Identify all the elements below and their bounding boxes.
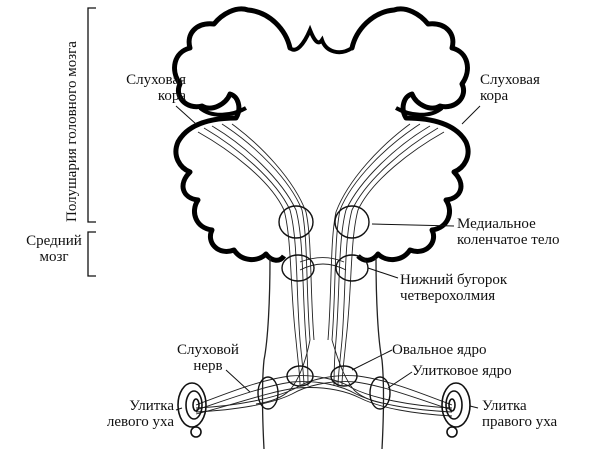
leader-lines — [175, 105, 481, 411]
aud-cortex-right-label: Слуховая кора — [480, 72, 540, 104]
right-cochlear-nucleus — [369, 376, 391, 410]
nuclei — [257, 205, 391, 410]
leader-aud-nerve — [225, 369, 251, 393]
mgb-label-line1: Медиальное — [457, 216, 536, 232]
right-temporal-lobe — [356, 115, 471, 263]
leader-ic — [367, 267, 399, 279]
auditory-fibers — [195, 123, 453, 417]
leader-aud-cortex-left — [175, 105, 197, 125]
leader-aud-cortex-right — [461, 105, 481, 125]
aud-cortex-left-line1: Слуховая — [126, 72, 186, 88]
aud-cortex-left-line2: кора — [157, 88, 186, 104]
mgb-label-line2: коленчатое тело — [457, 232, 560, 248]
left-sylvian-fissure — [198, 106, 247, 117]
left-cochlea-icon — [177, 382, 207, 438]
longitudinal-fissure — [288, 24, 354, 55]
cerebral-hemispheres-outline — [172, 6, 470, 121]
right-olivary-nucleus — [330, 365, 358, 387]
mgb-label: Медиальное коленчатое тело — [457, 216, 559, 248]
leader-mgb — [371, 223, 455, 227]
ic-label: Нижний бугорок четверохолмия — [400, 272, 507, 304]
left-cochlear-nucleus — [257, 376, 279, 410]
right-cochlea-line1: Улитка — [482, 398, 527, 414]
hemispheres-bracket — [87, 7, 96, 223]
right-cochlea-icon — [441, 382, 471, 438]
left-inferior-colliculus — [281, 254, 315, 282]
left-cochlea-line2: левого уха — [106, 414, 174, 430]
midbrain-label-line2: мозг — [39, 249, 69, 265]
leader-right-cochlea — [469, 405, 479, 409]
aud-cortex-right-line1: Слуховая — [480, 72, 540, 88]
left-cochlea-label: Улитка левого уха — [96, 398, 174, 430]
leader-left-cochlea — [175, 407, 183, 411]
brainstem-outline — [261, 257, 385, 449]
right-mgb-nucleus — [334, 205, 370, 239]
left-mgb-nucleus — [278, 205, 314, 239]
hemispheres-label: Полушария головного мозга — [64, 41, 80, 222]
left-temporal-lobe — [173, 115, 287, 263]
ic-label-line2: четверохолмия — [400, 288, 496, 304]
midbrain-label: Средний мозг — [24, 233, 84, 265]
cochlear-nucleus-label: Улитковое ядро — [412, 363, 512, 379]
left-cochlea-line1: Улитка — [129, 398, 174, 414]
olive-label: Овальное ядро — [392, 342, 487, 358]
right-cochlea-label: Улитка правого уха — [482, 398, 557, 430]
leader-olive — [351, 349, 393, 371]
midbrain-bracket — [87, 231, 96, 277]
midbrain-label-line1: Средний — [26, 233, 82, 249]
ic-label-line1: Нижний бугорок — [400, 272, 508, 288]
aud-nerve-line1: Слуховой — [177, 342, 239, 358]
leader-cochlear-nucleus — [387, 371, 413, 389]
aud-nerve-label: Слуховой нерв — [170, 342, 246, 374]
aud-cortex-right-line2: кора — [480, 88, 509, 104]
aud-nerve-line2: нерв — [193, 358, 223, 374]
right-cochlea-line2: правого уха — [482, 414, 558, 430]
left-olivary-nucleus — [286, 365, 314, 387]
aud-cortex-left-label: Слуховая кора — [98, 72, 186, 104]
right-sylvian-fissure — [395, 106, 444, 117]
